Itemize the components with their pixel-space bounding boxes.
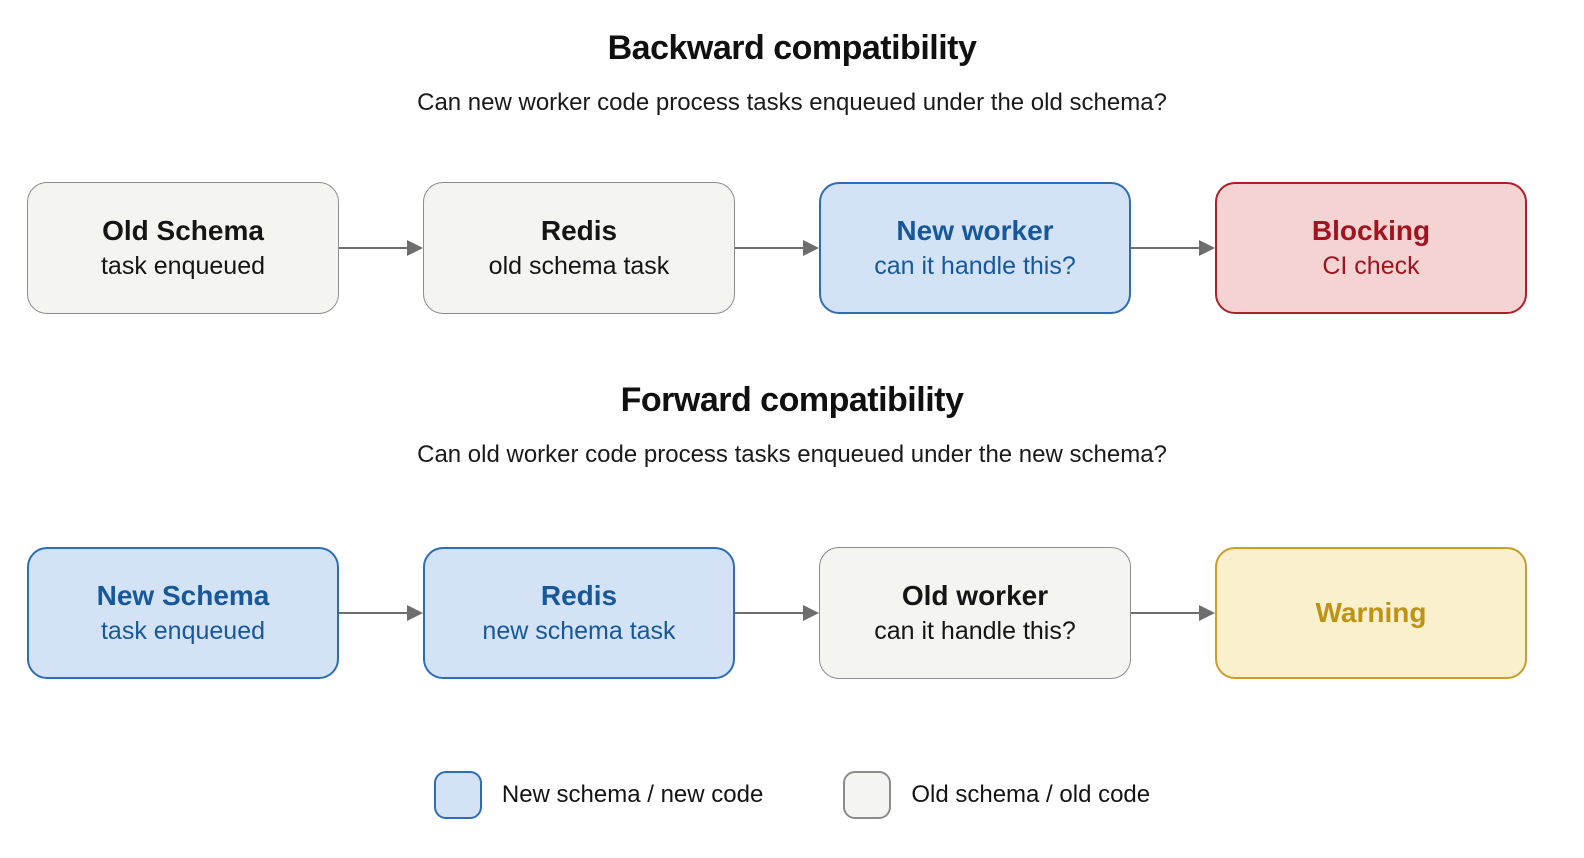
section-subtitle: Can old worker code process tasks enqueu…	[417, 440, 1167, 468]
node-subtitle: task enqueued	[100, 252, 266, 281]
node-subtitle: can it handle this?	[874, 617, 1076, 646]
flow-arrow	[735, 182, 819, 314]
arrow-line	[339, 611, 408, 614]
section-title: Backward compatibility	[607, 29, 977, 67]
section-subtitle: Can new worker code process tasks enqueu…	[417, 88, 1167, 116]
section-forward-compatibility: Forward compatibility Can old worker cod…	[0, 314, 1584, 679]
arrow-line	[1131, 611, 1200, 614]
node-old-schema: Old Schema task enqueued	[27, 181, 339, 314]
node-title: Redis	[540, 579, 618, 611]
arrow-head-icon	[407, 604, 423, 621]
flow-arrow	[339, 547, 423, 679]
section-title: Forward compatibility	[620, 380, 964, 419]
legend: New schema / new code Old schema / old c…	[0, 770, 1584, 819]
node-subtitle: CI check	[1322, 252, 1420, 281]
arrow-head-icon	[407, 239, 423, 256]
legend-label: New schema / new code	[501, 780, 764, 808]
node-new-schema: New Schema task enqueued	[27, 546, 339, 679]
node-redis-old: Redis old schema task	[423, 181, 735, 314]
flow-arrow	[1131, 547, 1215, 679]
node-title: Old worker	[901, 579, 1049, 611]
flow-row-forward: New Schema task enqueued Redis new schem…	[27, 546, 1584, 679]
node-title: Warning	[1315, 597, 1427, 629]
node-warning: Warning	[1215, 546, 1527, 679]
node-blocking-ci-check: Blocking CI check	[1215, 181, 1527, 314]
arrow-head-icon	[803, 239, 819, 256]
legend-item-new-schema-new-code: New schema / new code	[433, 770, 764, 819]
node-subtitle: old schema task	[488, 252, 670, 281]
flow-arrow	[1131, 182, 1215, 314]
legend-label: Old schema / old code	[911, 780, 1151, 808]
node-new-worker: New worker can it handle this?	[819, 181, 1131, 314]
node-title: Old Schema	[102, 214, 264, 246]
arrow-line	[1131, 246, 1200, 249]
arrow-head-icon	[803, 604, 819, 621]
node-subtitle: new schema task	[482, 617, 676, 646]
node-title: Redis	[540, 214, 618, 246]
arrow-head-icon	[1199, 604, 1215, 621]
node-redis-new: Redis new schema task	[423, 546, 735, 679]
arrow-line	[735, 246, 804, 249]
legend-swatch-old	[843, 770, 892, 819]
arrow-line	[735, 611, 804, 614]
flow-arrow	[735, 547, 819, 679]
section-backward-compatibility: Backward compatibility Can new worker co…	[0, 0, 1584, 314]
flow-arrow	[339, 182, 423, 314]
flow-row-backward: Old Schema task enqueued Redis old schem…	[27, 181, 1584, 314]
node-title: New worker	[896, 214, 1054, 246]
legend-swatch-new	[433, 770, 482, 819]
node-subtitle: task enqueued	[100, 617, 266, 646]
arrow-head-icon	[1199, 239, 1215, 256]
legend-item-old-schema-old-code: Old schema / old code	[843, 770, 1151, 819]
node-old-worker: Old worker can it handle this?	[819, 546, 1131, 679]
arrow-line	[339, 246, 408, 249]
node-title: New Schema	[96, 579, 270, 611]
node-subtitle: can it handle this?	[874, 252, 1076, 281]
node-title: Blocking	[1311, 214, 1431, 246]
